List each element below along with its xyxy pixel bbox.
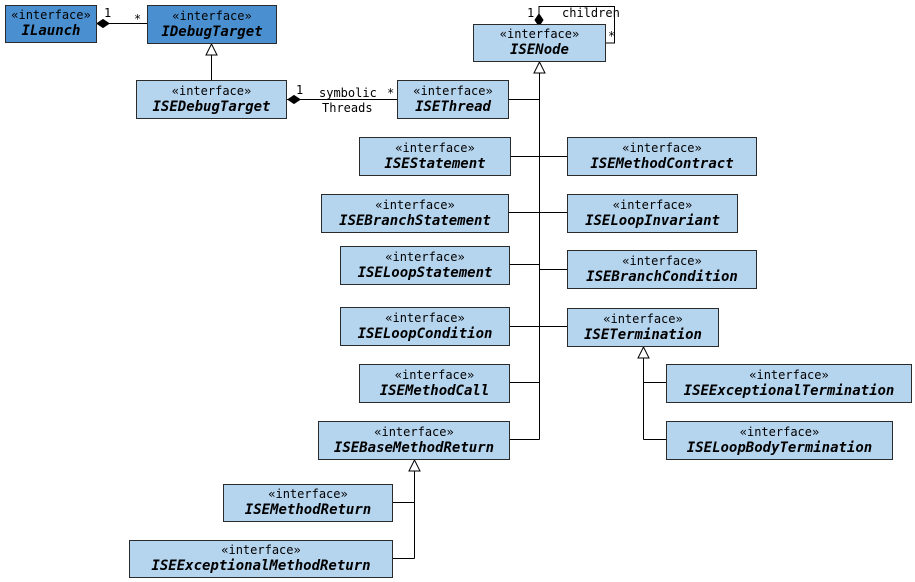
interface-name: ISELoopInvariant: [585, 212, 720, 229]
stereotype-label: «interface»: [385, 310, 465, 325]
generalization-arrowhead-isenode: [533, 60, 546, 74]
stereotype-label: «interface»: [499, 27, 580, 41]
interface-idebugtarget: «interface» IDebugTarget: [147, 5, 277, 44]
interface-name: ISEBranchStatement: [339, 212, 491, 229]
threads-multiplicity-many: *: [387, 86, 395, 100]
interface-iseloopbodytermination: «interface» ISELoopBodyTermination: [666, 421, 893, 460]
interface-name: ISENode: [509, 42, 569, 58]
threads-multiplicity-one: 1: [296, 83, 304, 97]
aggregation-diamond-ilaunch: [96, 18, 110, 29]
stereotype-label: «interface»: [603, 311, 683, 326]
interface-name: ISEMethodReturn: [244, 502, 372, 518]
interface-iseloopcondition: «interface» ISELoopCondition: [340, 307, 510, 346]
interface-name: ISEExceptionalTermination: [683, 382, 895, 399]
stereotype-label: «interface»: [413, 83, 493, 98]
interface-isebasemethodreturn: «interface» ISEBaseMethodReturn: [318, 421, 510, 460]
interface-isethread: «interface» ISEThread: [397, 80, 509, 119]
stereotype-label: «interface»: [749, 367, 829, 382]
interface-name: IDebugTarget: [161, 23, 263, 40]
interface-iseexceptionaltermination: «interface» ISEExceptionalTermination: [666, 364, 912, 403]
stereotype-label: «interface»: [739, 424, 820, 439]
generalization-arrowhead-idebugtarget: [205, 42, 218, 56]
interface-name: ISELoopStatement: [357, 264, 493, 281]
stereotype-label: «interface»: [612, 197, 693, 212]
interface-isemethodreturn: «interface» ISEMethodReturn: [223, 484, 393, 522]
interface-iseloopinvariant: «interface» ISELoopInvariant: [567, 194, 738, 233]
stereotype-label: «interface»: [374, 424, 454, 439]
interface-iseexceptionalmethodreturn: «interface» ISEExceptionalMethodReturn: [129, 540, 393, 578]
interface-iseloopstatement: «interface» ISELoopStatement: [340, 246, 510, 285]
stereotype-label: «interface»: [11, 8, 91, 22]
stereotype-label: «interface»: [171, 83, 252, 98]
stereotype-label: «interface»: [622, 140, 702, 155]
interface-name: ISELoopBodyTermination: [686, 439, 873, 456]
interface-name: ISEDebugTarget: [152, 98, 271, 115]
threads-role-label-line2: Threads: [322, 101, 373, 115]
stereotype-label: «interface»: [172, 8, 252, 23]
launch-multiplicity-many: *: [134, 12, 142, 26]
stereotype-label: «interface»: [375, 197, 455, 212]
isenode-children-association: [538, 6, 615, 44]
interface-name: ISEStatement: [384, 155, 486, 172]
stereotype-label: «interface»: [221, 543, 301, 557]
interface-name: ISETermination: [583, 326, 702, 343]
stereotype-label: «interface»: [394, 367, 475, 382]
interface-isetermination: «interface» ISETermination: [567, 308, 719, 347]
interface-name: ISEBaseMethodReturn: [333, 439, 495, 456]
stereotype-label: «interface»: [622, 253, 702, 268]
interface-name: ISEBranchCondition: [586, 268, 738, 285]
interface-isenode: «interface» ISENode: [473, 24, 606, 62]
interface-ilaunch: «interface» ILaunch: [5, 5, 97, 43]
interface-isemethodcall: «interface» ISEMethodCall: [359, 364, 510, 403]
threads-role-label-line1: symbolic: [319, 86, 377, 100]
aggregation-diamond-isedebugtarget: [287, 94, 301, 105]
children-multiplicity-many: *: [608, 29, 616, 43]
generalization-arrowhead-isebasemethodreturn: [408, 458, 421, 472]
generalization-arrowhead-isetermination: [637, 345, 650, 359]
stereotype-label: «interface»: [395, 140, 475, 155]
launch-multiplicity-one: 1: [104, 6, 112, 20]
stereotype-label: «interface»: [385, 249, 465, 264]
interface-name: ISEMethodContract: [590, 155, 734, 172]
children-multiplicity-one: 1: [527, 6, 535, 20]
interface-name: ISEMethodCall: [379, 382, 490, 399]
interface-isebranchcondition: «interface» ISEBranchCondition: [567, 250, 757, 289]
children-role-label: children: [562, 6, 620, 20]
interface-name: ISEExceptionalMethodReturn: [151, 558, 371, 574]
interface-isebranchstatement: «interface» ISEBranchStatement: [321, 194, 509, 233]
interface-name: ISEThread: [415, 98, 491, 115]
interface-name: ISELoopCondition: [357, 325, 493, 342]
interface-isedebugtarget: «interface» ISEDebugTarget: [136, 80, 287, 119]
stereotype-label: «interface»: [268, 487, 348, 501]
interface-isestatement: «interface» ISEStatement: [359, 137, 511, 176]
interface-isemethodcontract: «interface» ISEMethodContract: [567, 137, 757, 176]
interface-name: ILaunch: [21, 23, 81, 39]
